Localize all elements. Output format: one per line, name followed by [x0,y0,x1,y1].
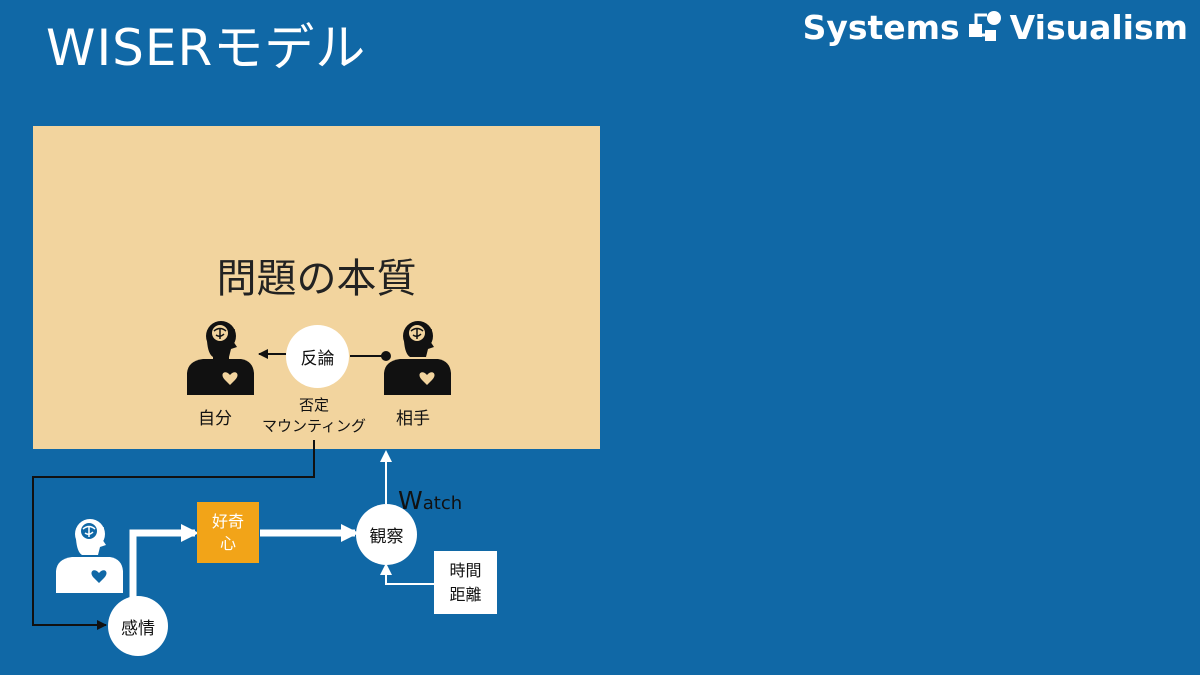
problem-essence-panel: 問題の本質 [33,126,600,449]
other-person-icon [384,321,451,395]
rebuttal-label: 反論 [300,349,335,369]
self-label: 自分 [198,409,232,429]
feedback-line-to-emotion [32,440,315,630]
time-distance-box: 時間 距離 [434,551,497,614]
emotion-label: 感情 [121,618,155,639]
mounting-text: マウンティング [261,417,367,435]
rebuttal-node: 反論 [286,325,349,388]
negation-mounting-label: 否定 マウンティング [252,395,376,437]
time-line1: 時間 [449,560,482,580]
emotion-node: 感情 [108,596,168,656]
watch-label: Watch [398,486,462,515]
watch-initial: W [398,486,423,515]
systems-visualism-logo-icon [968,10,1001,41]
brand-text-right: Visualism [1009,8,1188,47]
curiosity-box: 好奇 心 [197,502,259,563]
negation-text: 否定 [298,396,329,414]
curiosity-line1: 好奇 [211,511,244,531]
self-person-icon [187,321,254,395]
emotion-person-icon [56,519,123,593]
rebuttal-connector-dot [381,351,391,361]
brand-logo: Systems Visualism [803,8,1188,47]
observe-label: 観察 [369,527,404,547]
other-label: 相手 [396,409,430,429]
panel-title: 問題の本質 [216,256,417,302]
curiosity-line2: 心 [219,533,236,553]
arrow-emotion-to-curiosity [129,524,199,600]
time-line2: 距離 [449,584,482,604]
watch-rest: atch [422,493,463,514]
page-title: WISERモデル [46,19,367,77]
brand-text-left: Systems [802,8,960,47]
arrow-time-to-observe [380,563,434,585]
observe-node: 観察 [356,504,417,565]
